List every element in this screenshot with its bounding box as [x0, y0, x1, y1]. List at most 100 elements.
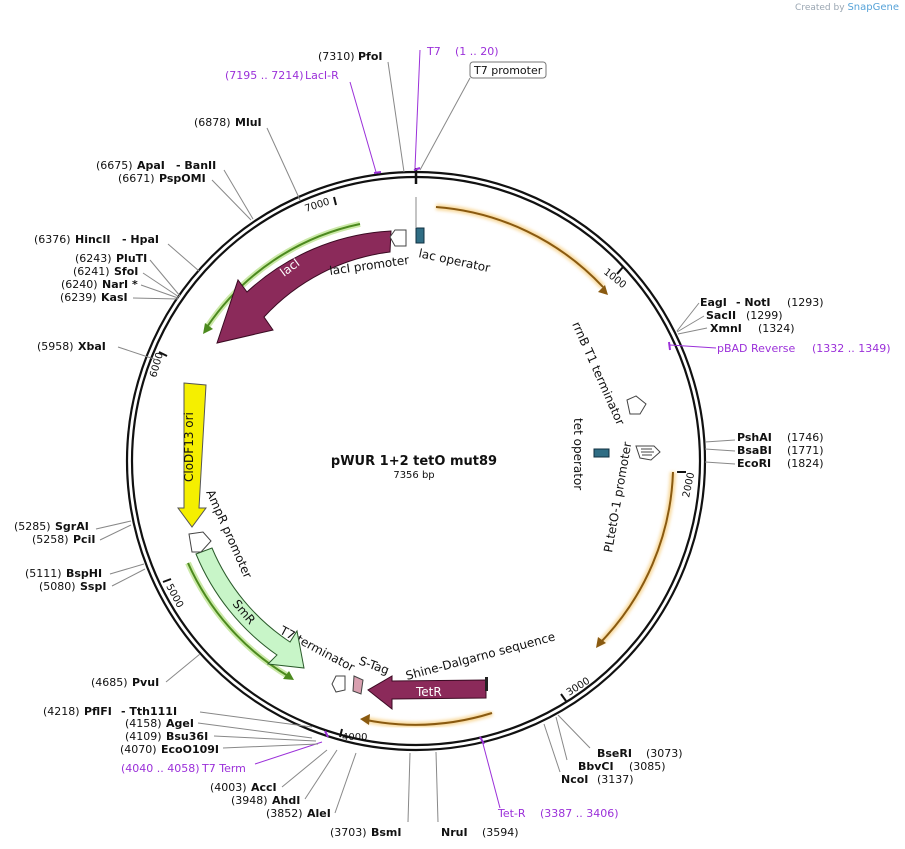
- site-name: XbaI: [78, 340, 106, 353]
- site-pos: (3852): [266, 807, 303, 820]
- site-xbai[interactable]: (5958) XbaI: [37, 340, 106, 353]
- site-name: PfoI: [358, 50, 383, 63]
- site-name: NruI: [441, 826, 468, 839]
- site-apai[interactable]: (6675) ApaI - BanII: [96, 159, 216, 172]
- site-kasi[interactable]: (6239) KasI: [60, 291, 128, 304]
- feature-label: lac operator: [417, 246, 491, 275]
- site-alei[interactable]: (3852) AleI: [266, 807, 331, 820]
- site-agei[interactable]: (4158) AgeI: [125, 717, 194, 730]
- feature-ampr-promoter[interactable]: [188, 531, 212, 553]
- feature-laci-promoter[interactable]: [389, 229, 407, 247]
- site-name: PshAI: [737, 431, 772, 444]
- site-name: PflFI: [84, 705, 112, 718]
- site-psppomi[interactable]: (6671) PspOMI: [118, 172, 206, 185]
- site-mlui[interactable]: (6878) MluI: [194, 116, 262, 129]
- site-pos: (3073): [646, 747, 683, 760]
- site-name: AccI: [251, 781, 277, 794]
- site-bbvci[interactable]: BbvCI (3085): [578, 760, 666, 773]
- site-pvui[interactable]: (4685) PvuI: [91, 676, 159, 689]
- site-pos: (5285): [14, 520, 51, 533]
- tick-label: 6000: [148, 351, 166, 378]
- primer-range: (4040 .. 4058): [121, 762, 200, 775]
- feature-clodf13-ori[interactable]: CloDF13 ori: [177, 382, 207, 528]
- primer-laci-r[interactable]: (7195 .. 7214) LacI-R: [225, 69, 339, 82]
- feature-label: CloDF13 ori: [182, 412, 196, 482]
- site-pos: (4070): [120, 743, 157, 756]
- site-bsphi[interactable]: (5111) BspHI: [25, 567, 102, 580]
- site-bsu36i[interactable]: (4109) Bsu36I: [125, 730, 208, 743]
- site-ecoo109i[interactable]: (4070) EcoO109I: [120, 743, 219, 756]
- site-ncoi[interactable]: NcoI (3137): [561, 773, 634, 786]
- site-name: BspHI: [66, 567, 102, 580]
- site-pos: (6243): [75, 252, 112, 265]
- site-pos: (1299): [746, 309, 783, 322]
- site-sacii[interactable]: SacII (1299): [706, 309, 783, 322]
- t7-promoter-callout[interactable]: T7 promoter: [419, 61, 547, 171]
- plasmid-length: 7356 bp: [393, 470, 434, 481]
- site-name: SfoI: [114, 265, 138, 278]
- site-bsabi[interactable]: BsaBI (1771): [737, 444, 824, 457]
- site-bsmi[interactable]: (3703) BsmI: [330, 826, 402, 839]
- site-leader-lines: [95, 61, 736, 823]
- feature-label: Shine-Dalgarno sequence: [404, 629, 556, 682]
- primer-t7-term[interactable]: (4040 .. 4058) T7 Term: [121, 762, 246, 775]
- arrowhead-icon: [596, 637, 606, 648]
- feature-laci[interactable]: lacI: [216, 230, 392, 344]
- site-pshai[interactable]: PshAI (1746): [737, 431, 824, 444]
- site-acci[interactable]: (4003) AccI: [210, 781, 277, 794]
- primer-t7[interactable]: T7 (1 .. 20): [426, 45, 499, 58]
- site-ahdi[interactable]: (3948) AhdI: [231, 794, 300, 807]
- site-name: AleI: [307, 807, 331, 820]
- site-pcii[interactable]: (5258) PciI: [32, 533, 95, 546]
- tick-label: 2000: [681, 471, 697, 498]
- primer-range: (1 .. 20): [455, 45, 499, 58]
- site-pluti[interactable]: (6243) PluTI: [75, 252, 147, 265]
- site-name: SspI: [80, 580, 106, 593]
- site-pos: (1771): [787, 444, 824, 457]
- site-pos: (4109): [125, 730, 162, 743]
- site-name: BseRI: [597, 747, 632, 760]
- feature-label: tet operator: [571, 418, 585, 490]
- site-pos: (6239): [60, 291, 97, 304]
- feature-shine-dalgarno[interactable]: [485, 677, 488, 691]
- primer-range: (3387 .. 3406): [540, 807, 619, 820]
- site-pos: (5958): [37, 340, 74, 353]
- site-pos: (3085): [629, 760, 666, 773]
- green-arrows: [185, 221, 361, 680]
- snapgene-credit: Created by SnapGene: [795, 2, 899, 13]
- site-pflfi[interactable]: (4218) PflFI - Tth111I: [43, 705, 177, 718]
- primer-pbad-reverse[interactable]: pBAD Reverse (1332 .. 1349): [717, 342, 891, 355]
- site-hincii[interactable]: (6376) HincII - HpaI: [34, 233, 159, 246]
- primer-name: pBAD Reverse: [717, 342, 795, 355]
- feature-pltet-promoter[interactable]: [635, 445, 661, 461]
- primer-range: (1332 .. 1349): [812, 342, 891, 355]
- site-eagi[interactable]: EagI - NotI (1293): [700, 296, 824, 309]
- feature-tet-operator[interactable]: [593, 448, 610, 458]
- feature-s-tag[interactable]: [352, 675, 364, 695]
- site-sfoi[interactable]: (6241) SfoI: [73, 265, 138, 278]
- site-pos: (6671): [118, 172, 155, 185]
- primer-tet-r[interactable]: Tet-R (3387 .. 3406): [497, 807, 619, 820]
- site-nari[interactable]: (6240) NarI *: [61, 278, 138, 291]
- feature-rrnb-terminator[interactable]: [626, 395, 647, 415]
- site-pos: (5258): [32, 533, 69, 546]
- site-sspi[interactable]: (5080) SspI: [39, 580, 106, 593]
- site-pos: (4003): [210, 781, 247, 794]
- site-beri[interactable]: BseRI (3073): [597, 747, 683, 760]
- site-name: SacII: [706, 309, 736, 322]
- site-xmni[interactable]: XmnI (1324): [710, 322, 795, 335]
- site-nrui[interactable]: NruI (3594): [441, 826, 519, 839]
- site-pos: (1824): [787, 457, 824, 470]
- site-sgrai[interactable]: (5285) SgrAI: [14, 520, 89, 533]
- feature-lac-operator[interactable]: [415, 227, 425, 244]
- site-name: HincII: [75, 233, 111, 246]
- site-pos: (1746): [787, 431, 824, 444]
- site-pos: (3137): [597, 773, 634, 786]
- feature-tetr[interactable]: TetR: [367, 675, 487, 711]
- feature-t7-terminator[interactable]: [331, 675, 346, 693]
- site-pfoi[interactable]: (7310) PfoI: [318, 50, 383, 63]
- site-pos: (3948): [231, 794, 268, 807]
- site-pos: (6878): [194, 116, 231, 129]
- site-ecori[interactable]: EcoRI (1824): [737, 457, 824, 470]
- arrowhead-icon: [360, 714, 370, 725]
